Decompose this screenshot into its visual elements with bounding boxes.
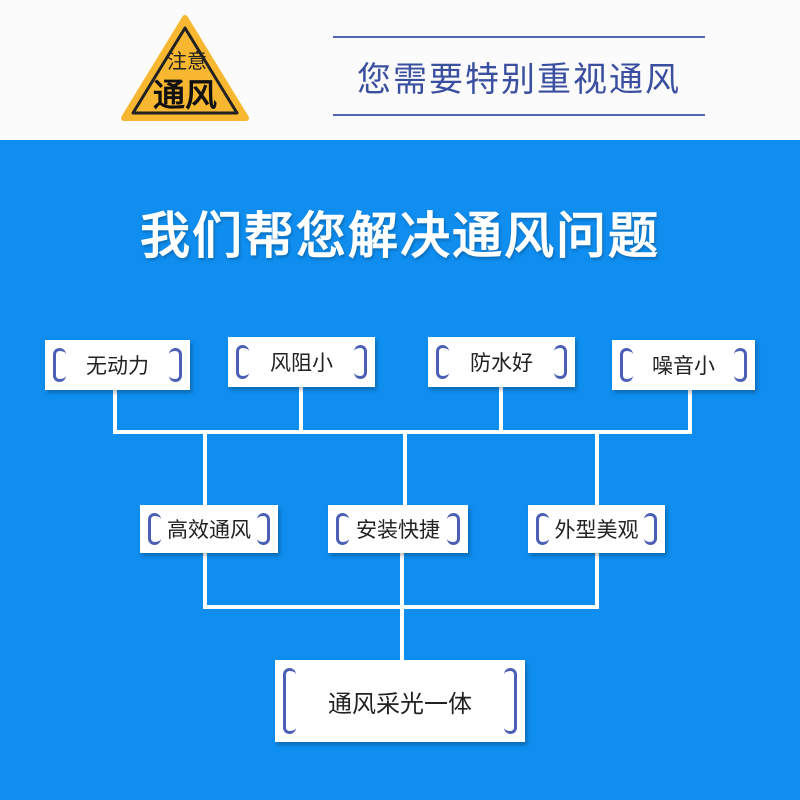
connector — [400, 550, 404, 662]
connector — [203, 550, 207, 609]
sign-top-text: 注意 — [167, 49, 207, 73]
warning-sign-icon: 注意 通风 — [120, 14, 250, 128]
feature-box-low-noise: 噪音小 — [612, 340, 755, 390]
feature-box-no-power: 无动力 — [45, 340, 190, 390]
connector — [499, 385, 503, 434]
feature-box-efficient: 高效通风 — [140, 505, 278, 553]
connector — [688, 388, 692, 434]
divider-top — [333, 36, 705, 38]
sign-bottom-text: 通风 — [153, 76, 217, 114]
connector — [299, 385, 303, 434]
result-box: 通风采光一体 — [275, 660, 525, 742]
connector — [203, 430, 207, 508]
feature-box-low-resistance: 风阻小 — [228, 337, 375, 387]
connector — [403, 430, 407, 508]
connector — [113, 388, 117, 434]
feature-box-easy-install: 安装快捷 — [328, 505, 468, 553]
feature-box-appearance: 外型美观 — [528, 505, 665, 553]
connector — [595, 430, 599, 508]
divider-bottom — [333, 114, 705, 116]
feature-box-waterproof: 防水好 — [428, 337, 575, 387]
connector — [113, 430, 692, 434]
connector — [595, 550, 599, 609]
page-title: 我们帮您解决通风问题 — [140, 207, 660, 265]
headline: 您需要特别重视通风 — [357, 60, 681, 100]
